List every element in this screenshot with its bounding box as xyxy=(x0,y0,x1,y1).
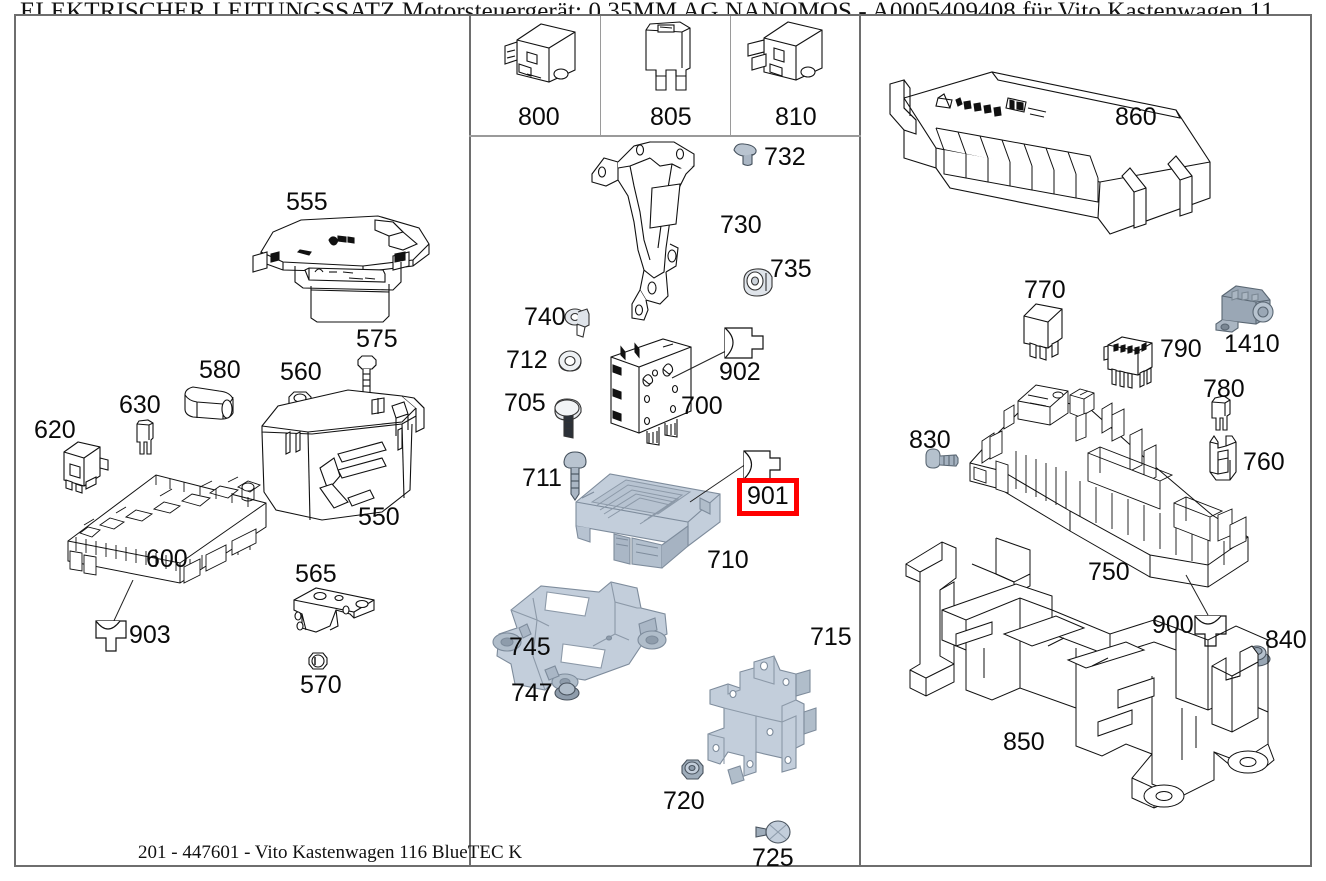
panel-divider-left xyxy=(469,14,471,867)
part-label-710: 710 xyxy=(707,546,749,574)
top-strip-cell-separator-2 xyxy=(730,16,731,135)
part-label-745: 745 xyxy=(509,633,551,661)
leader-line-710-901 xyxy=(689,463,747,503)
part-nut-720[interactable] xyxy=(678,757,708,785)
panel-divider-right xyxy=(859,14,861,867)
part-label-700: 700 xyxy=(681,392,723,420)
part-relay-800[interactable] xyxy=(497,18,587,93)
part-fuse-puller-760[interactable] xyxy=(1206,432,1240,484)
part-label-830: 830 xyxy=(909,426,951,454)
connector-symbol-903[interactable] xyxy=(93,618,129,654)
top-strip-divider xyxy=(469,135,861,137)
part-label-805: 805 xyxy=(650,103,692,131)
part-label-780: 780 xyxy=(1203,375,1245,403)
part-label-711: 711 xyxy=(522,464,562,492)
part-fuse-box-750[interactable] xyxy=(960,365,1260,605)
part-sleeve-580[interactable] xyxy=(181,383,239,423)
part-bracket-730[interactable] xyxy=(588,140,728,321)
part-blade-fuse-780[interactable] xyxy=(1207,394,1235,436)
part-label-750: 750 xyxy=(1088,558,1130,586)
part-blade-fuse-805[interactable] xyxy=(632,18,704,96)
leader-line-600-903 xyxy=(111,580,134,626)
part-stud-bolt-705[interactable] xyxy=(551,396,587,440)
part-bracket-565[interactable] xyxy=(276,570,381,642)
part-label-740: 740 xyxy=(524,303,566,331)
part-label-800: 800 xyxy=(518,103,560,131)
connector-symbol-900[interactable] xyxy=(1192,613,1230,649)
part-label-630: 630 xyxy=(119,391,161,419)
part-screw-740[interactable] xyxy=(563,305,597,339)
part-rivet-732[interactable] xyxy=(730,142,766,170)
part-relay-770[interactable] xyxy=(1018,300,1074,362)
part-bolt-575[interactable] xyxy=(352,352,382,402)
part-label-850: 850 xyxy=(1003,728,1045,756)
part-label-570: 570 xyxy=(300,671,342,699)
part-cover-860[interactable] xyxy=(880,58,1240,258)
part-label-565: 565 xyxy=(295,560,337,588)
part-label-903: 903 xyxy=(129,621,171,649)
part-label-555: 555 xyxy=(286,188,328,216)
part-label-790: 790 xyxy=(1160,335,1202,363)
part-battery-box-550[interactable] xyxy=(252,380,432,530)
part-label-705: 705 xyxy=(504,389,546,417)
part-label-600: 600 xyxy=(146,545,188,573)
part-screw-711[interactable] xyxy=(561,450,589,502)
part-label-575: 575 xyxy=(356,325,398,353)
part-grommet-735[interactable] xyxy=(740,265,776,299)
part-relay-module-790[interactable] xyxy=(1102,333,1162,395)
part-label-840: 840 xyxy=(1265,626,1307,654)
part-battery-tray-assembly-555[interactable] xyxy=(243,210,443,325)
part-label-730: 730 xyxy=(720,211,762,239)
part-blade-fuse-630[interactable] xyxy=(132,418,158,460)
leader-line-750-900 xyxy=(1185,574,1209,616)
footer-caption: 201 - 447601 - Vito Kastenwagen 116 Blue… xyxy=(138,842,523,863)
part-label-715: 715 xyxy=(810,623,852,651)
part-label-560: 560 xyxy=(280,358,322,386)
part-label-550: 550 xyxy=(358,503,400,531)
part-label-747: 747 xyxy=(511,679,553,707)
part-label-725: 725 xyxy=(752,844,794,872)
part-label-712: 712 xyxy=(506,346,548,374)
part-control-unit-700[interactable] xyxy=(607,335,707,446)
part-relay-620[interactable] xyxy=(56,438,114,498)
part-label-770: 770 xyxy=(1024,276,1066,304)
connector-symbol-902[interactable] xyxy=(722,325,766,361)
part-label-735: 735 xyxy=(770,255,812,283)
part-mounting-plate-745[interactable] xyxy=(489,572,699,702)
top-strip-cell-separator-1 xyxy=(600,16,601,135)
connector-symbol-901[interactable] xyxy=(741,448,783,482)
part-label-1410: 1410 xyxy=(1224,330,1280,358)
part-label-860: 860 xyxy=(1115,103,1157,131)
part-grommet-747[interactable] xyxy=(552,680,582,704)
part-carrier-frame-850[interactable] xyxy=(896,530,1286,820)
part-label-810: 810 xyxy=(775,103,817,131)
part-high-current-fuse-1410[interactable] xyxy=(1212,282,1282,334)
part-label-901-highlighted: 901 xyxy=(737,478,799,517)
part-washer-712[interactable] xyxy=(556,348,586,378)
part-nut-570[interactable] xyxy=(305,650,331,674)
part-fuse-box-600[interactable] xyxy=(60,455,280,595)
part-label-620: 620 xyxy=(34,416,76,444)
part-label-580: 580 xyxy=(199,356,241,384)
part-screw-725[interactable] xyxy=(754,818,794,850)
part-bracket-715[interactable] xyxy=(700,648,830,838)
part-label-732: 732 xyxy=(764,143,806,171)
part-relay-810[interactable] xyxy=(740,18,832,96)
part-label-902: 902 xyxy=(719,358,761,386)
part-label-760: 760 xyxy=(1243,448,1285,476)
part-ecu-module-710[interactable] xyxy=(570,468,730,578)
part-bolt-830[interactable] xyxy=(922,446,962,474)
part-label-720: 720 xyxy=(663,787,705,815)
part-label-900: 900 xyxy=(1152,611,1194,639)
leader-line-700-902 xyxy=(671,349,729,379)
